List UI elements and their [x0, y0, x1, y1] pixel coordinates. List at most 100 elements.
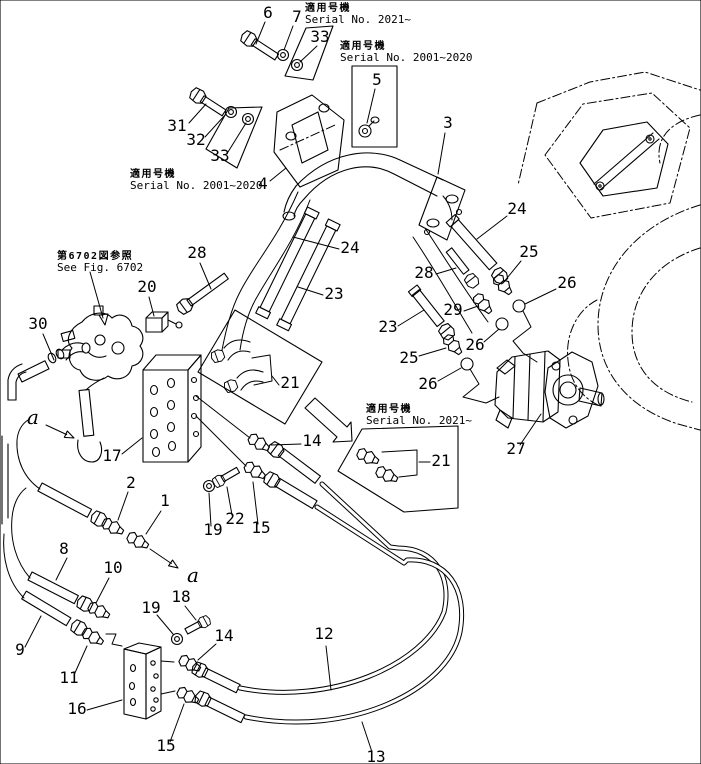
callout-26-22: 26 [418, 367, 462, 393]
hose-9 [3, 533, 107, 649]
callout-3-7: 3 [437, 113, 453, 175]
label-serial-top-en: Serial No. 2021~ [305, 13, 411, 26]
housing-screw-icon [595, 181, 605, 191]
callout-1-29: 1 [145, 491, 170, 535]
callout-15-41: 15 [156, 703, 185, 755]
callout-25-21: 25 [399, 347, 447, 367]
mid-fitting-chain [195, 395, 321, 510]
manifold-block-17 [142, 354, 202, 463]
callout-6-0: 6 [255, 3, 273, 45]
fitting-14-bottom [176, 652, 204, 676]
callout-number: 31 [167, 116, 186, 135]
fitting-25-lower [440, 331, 466, 359]
callout-number: 23 [324, 284, 343, 303]
callout-25-15: 25 [502, 242, 539, 284]
fitting-11 [79, 625, 107, 649]
label-serial-left: 適用号機 Serial No. 2001~2020 [130, 167, 262, 192]
bolt-31 [186, 85, 227, 117]
callout-number: 29 [443, 300, 462, 319]
label-serial-top-jp: 適用号機 [305, 1, 351, 14]
callout-26-20: 26 [465, 328, 500, 354]
callout-11-39: 11 [59, 645, 88, 687]
callout-22-31: 22 [225, 486, 245, 528]
callout-23-10: 23 [297, 284, 344, 303]
callout-number: 24 [340, 238, 359, 257]
pump-27 [494, 350, 605, 429]
direction-arrow [304, 397, 353, 443]
label-see-fig-jp: 第6702図参照 [57, 249, 133, 262]
callout-number: 20 [137, 277, 156, 296]
callout-number: 14 [214, 626, 233, 645]
tube-24-left [255, 206, 320, 320]
callout-number: 2 [126, 473, 136, 492]
callout-19-35: 19 [141, 598, 174, 635]
hose-13 [192, 504, 464, 725]
callout-number: 15 [251, 518, 270, 537]
callout-14-27: 14 [270, 431, 322, 450]
callout-28-11: 28 [187, 243, 212, 290]
callout-2-28: 2 [117, 473, 136, 521]
callout-number: 28 [414, 263, 433, 282]
callout-number: 13 [366, 747, 385, 764]
engine-housing-outline [517, 71, 701, 431]
hose-chain-1-2 [16, 419, 152, 553]
view-marker-a: a [149, 548, 199, 587]
callout-17-26: 17 [102, 437, 143, 465]
valve-assembly [57, 271, 144, 381]
label-serial-mid-jp: 適用号機 [366, 402, 412, 415]
callout-number: 15 [156, 736, 175, 755]
callout-number: 27 [506, 439, 525, 458]
bolt-22 [210, 466, 241, 490]
oring-26-lower [460, 357, 474, 371]
view-marker-a: a [27, 405, 75, 439]
callout-9-38: 9 [15, 615, 42, 659]
callout-number: 10 [103, 558, 122, 577]
bolt-6 [237, 28, 280, 61]
callout-33-2: 33 [299, 27, 330, 63]
hose-routing-lines-top [221, 191, 489, 351]
callout-number: 1 [160, 491, 170, 510]
tube-23-left [276, 218, 341, 332]
callout-28-17: 28 [414, 263, 457, 282]
hose-8 [11, 487, 113, 623]
plate-box-33-top [284, 25, 334, 81]
callout-number: 14 [302, 431, 321, 450]
label-serial-mid-en: Serial No. 2021~ [366, 414, 472, 427]
tube-24-right [445, 213, 511, 287]
manifold-block-16 [105, 633, 176, 720]
callout-24-14: 24 [476, 199, 527, 240]
oring-26-upper [512, 299, 526, 313]
callout-number: 18 [171, 587, 190, 606]
bracket-4 [273, 94, 345, 188]
callout-number: 28 [187, 243, 206, 262]
callout-number: 19 [141, 598, 160, 617]
label-serial-mid: 適用号機 Serial No. 2021~ [366, 402, 472, 427]
callout-number: 33 [210, 146, 229, 165]
callout-26-16: 26 [524, 273, 577, 305]
callout-15-32: 15 [251, 481, 271, 537]
callout-number: 22 [225, 509, 244, 528]
hose-12 [189, 481, 449, 695]
callout-number: 4 [258, 174, 268, 193]
label-serial-left-en: Serial No. 2001~2020 [130, 179, 262, 192]
callout-number: 21 [280, 373, 299, 392]
callout-24-9: 24 [292, 236, 360, 257]
callout-number: 26 [465, 335, 484, 354]
label-serial-left-jp: 適用号機 [130, 167, 176, 180]
serial-box-5 [351, 65, 398, 148]
callout-number: 24 [507, 199, 526, 218]
callout-33-5: 33 [210, 122, 247, 165]
callout-number: 25 [399, 348, 418, 367]
callout-7-1: 7 [283, 7, 302, 51]
callout-number: 26 [418, 374, 437, 393]
label-see-fig-en: See Fig. 6702 [57, 261, 143, 274]
label-serial-right-en: Serial No. 2001~2020 [340, 51, 472, 64]
callout-14-37: 14 [197, 626, 234, 661]
fitting-10 [85, 599, 113, 623]
callout-number: 9 [15, 640, 25, 659]
label-serial-top: 適用号機 Serial No. 2021~ [305, 1, 411, 26]
callout-number: 32 [186, 130, 205, 149]
plate-box-33-left [205, 106, 263, 169]
